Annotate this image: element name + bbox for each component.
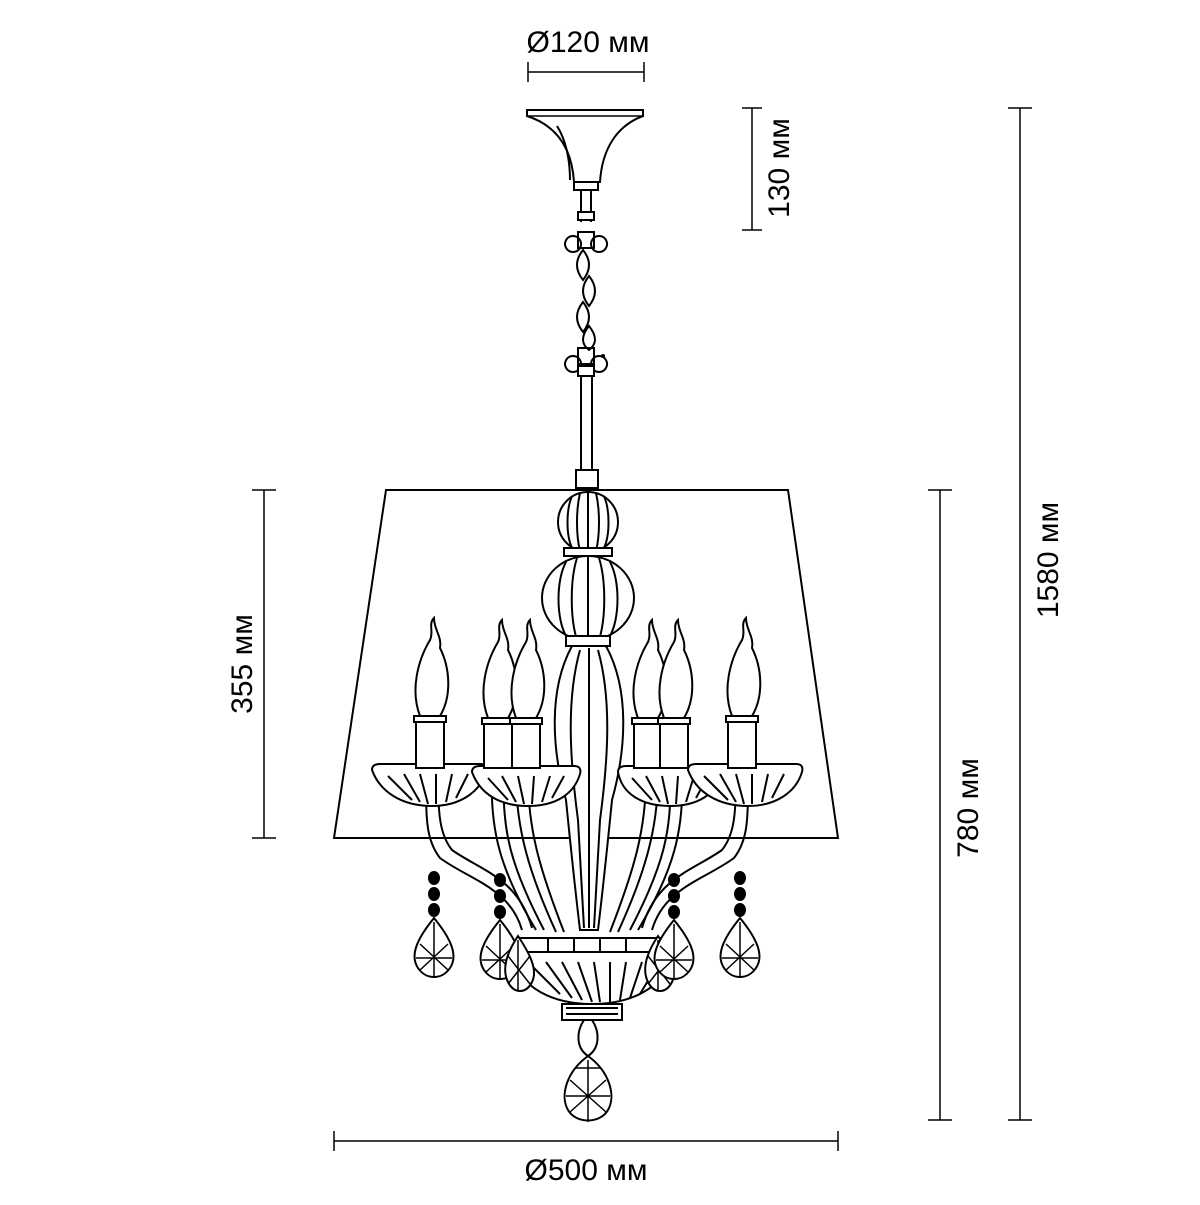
drip-pans [370,763,804,808]
total-height-label: 1580 мм [1032,502,1065,618]
dim-canopy-diameter: Ø120 мм [527,26,650,82]
suspension-chain [564,231,608,377]
canopy-diameter-label: Ø120 мм [527,26,650,59]
bottom-bowl [510,937,674,1058]
lamp-shade [332,489,840,839]
center-rod [575,376,599,489]
dim-shade-diameter: Ø500 мм [333,1131,839,1187]
candles [413,615,762,769]
shade-diameter-label: Ø500 мм [525,1154,648,1187]
dim-body-height: 780 мм [928,489,985,1121]
dim-shade-height: 355 мм [226,489,276,839]
dim-canopy-height: 130 мм [742,107,796,231]
ceiling-canopy [526,109,644,222]
glass-column [541,491,635,931]
dim-total-height: 1580 мм [1008,107,1065,1121]
canopy-height-label: 130 мм [763,118,796,218]
body-height-label: 780 мм [952,758,985,858]
shade-height-label: 355 мм [226,614,259,714]
crystal-pendants [413,871,761,1122]
